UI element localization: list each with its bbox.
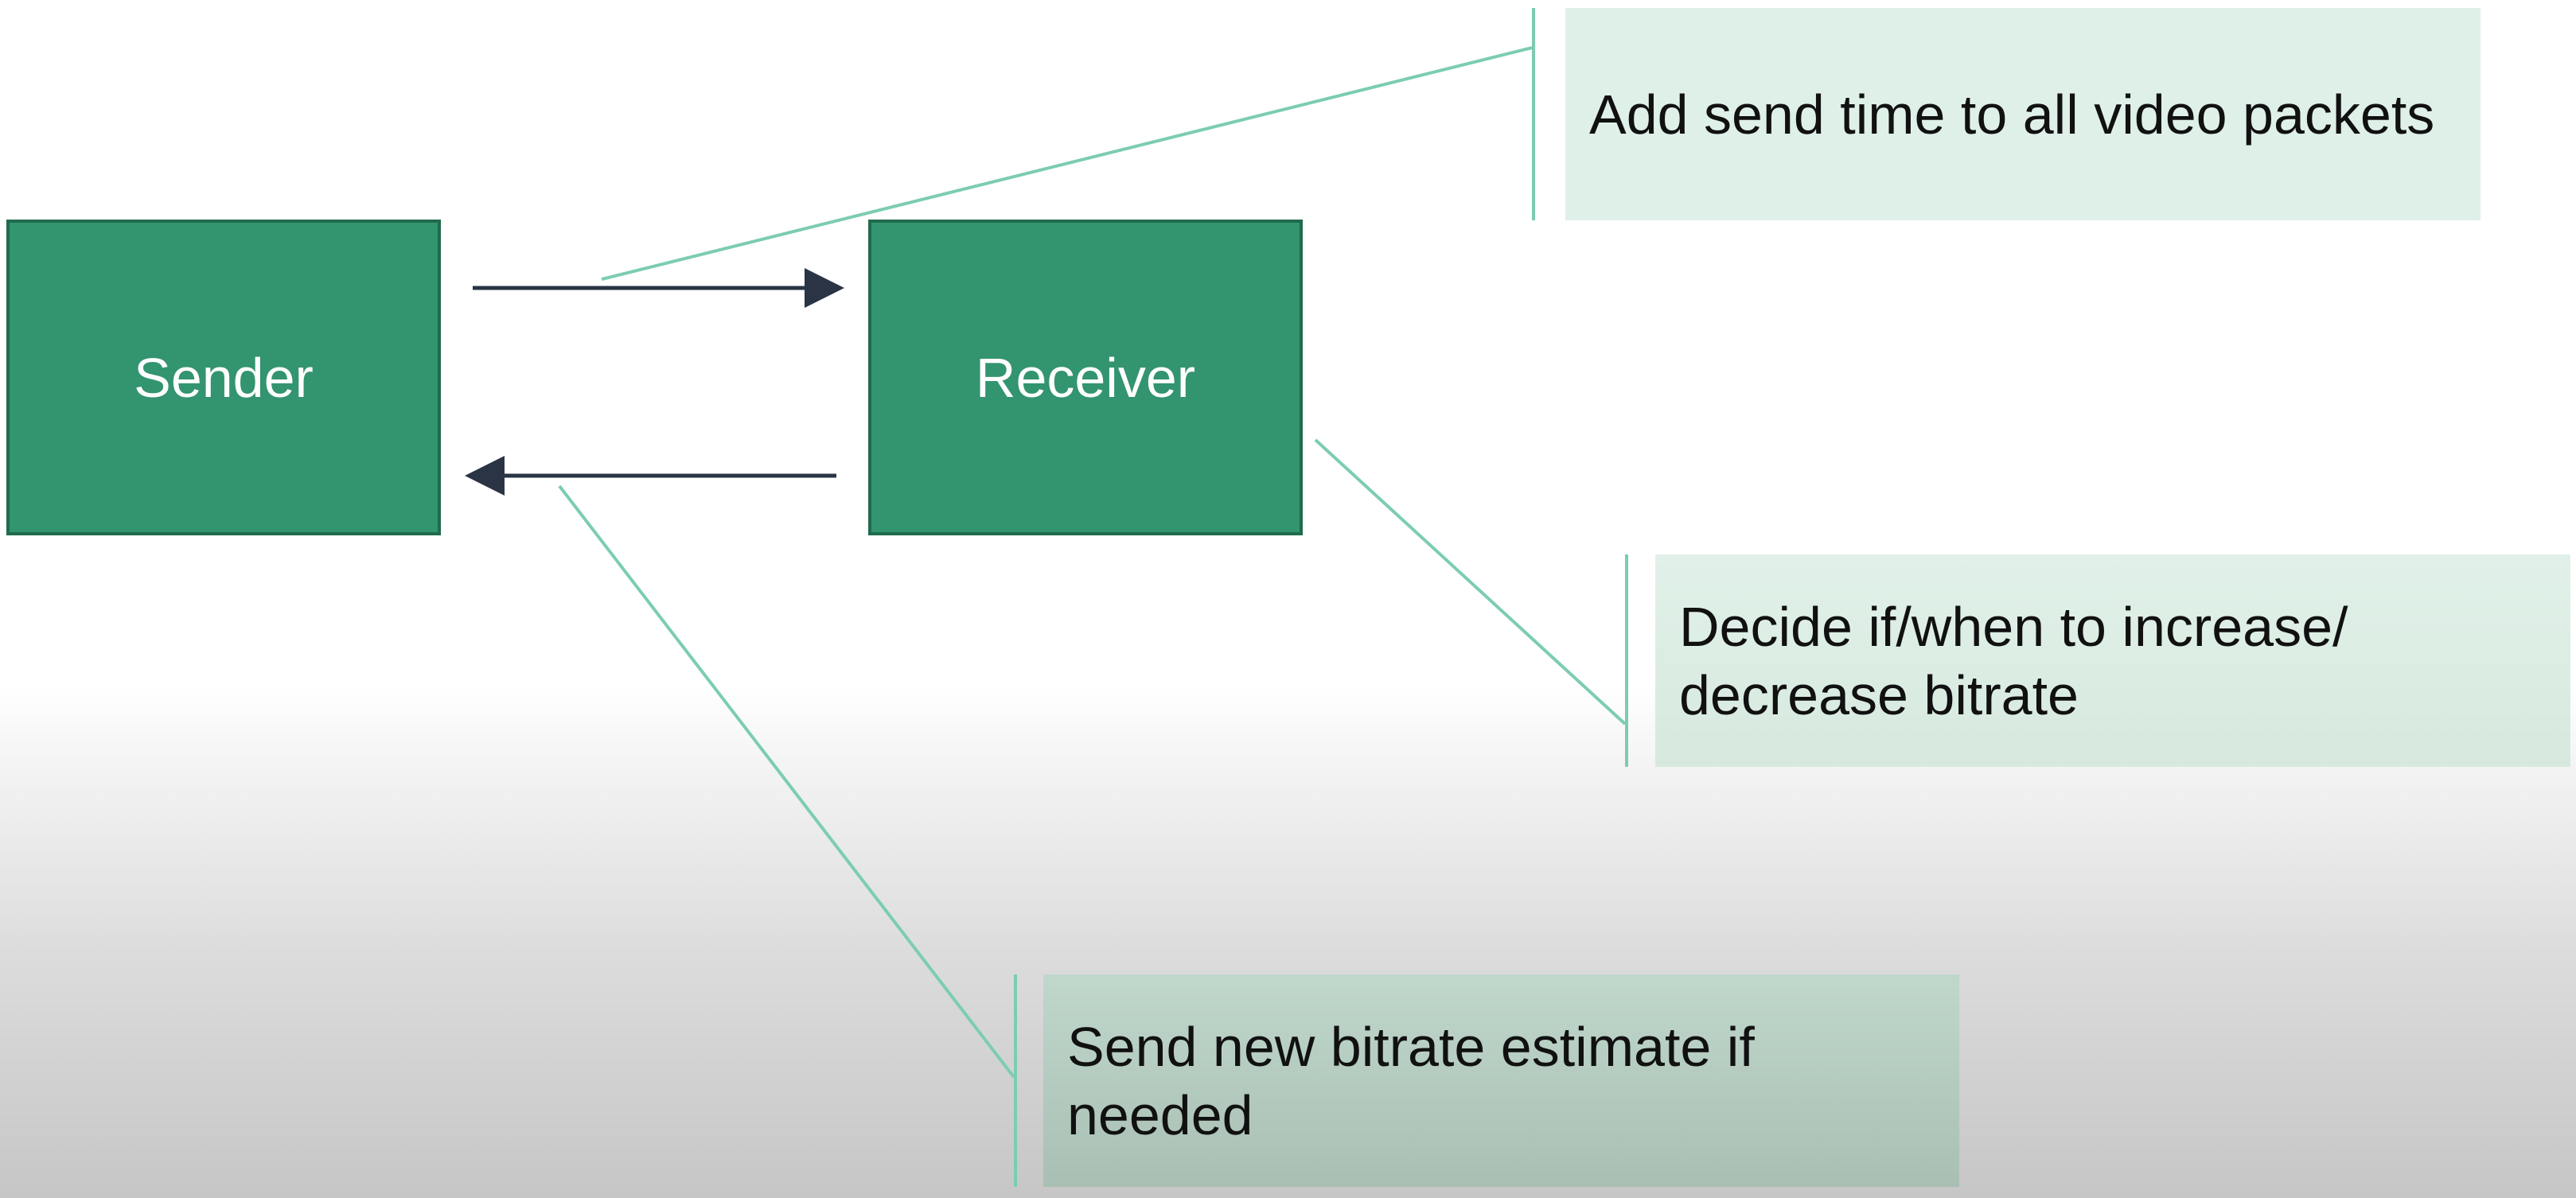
callout-decide: Decide if/when to increase/ decrease bit… [1655, 554, 2570, 767]
callout-bar-send-time [1532, 8, 1535, 220]
receiver-label: Receiver [975, 346, 1196, 409]
callout-bar-estimate [1014, 974, 1017, 1187]
callout-bar-decide [1625, 554, 1628, 767]
sender-box: Sender [6, 220, 441, 535]
callout-decide-text: Decide if/when to increase/ decrease bit… [1679, 595, 2348, 726]
callout-estimate-text: Send new bitrate estimate if needed [1067, 1015, 1755, 1146]
callout-send-time: Add send time to all video packets [1565, 8, 2481, 220]
leader-line-decide [1314, 438, 1627, 725]
receiver-box: Receiver [868, 220, 1303, 535]
leader-line-estimate [558, 484, 1015, 1079]
sender-label: Sender [134, 346, 314, 409]
callout-estimate: Send new bitrate estimate if needed [1043, 974, 1959, 1187]
callout-send-time-text: Add send time to all video packets [1589, 83, 2435, 146]
